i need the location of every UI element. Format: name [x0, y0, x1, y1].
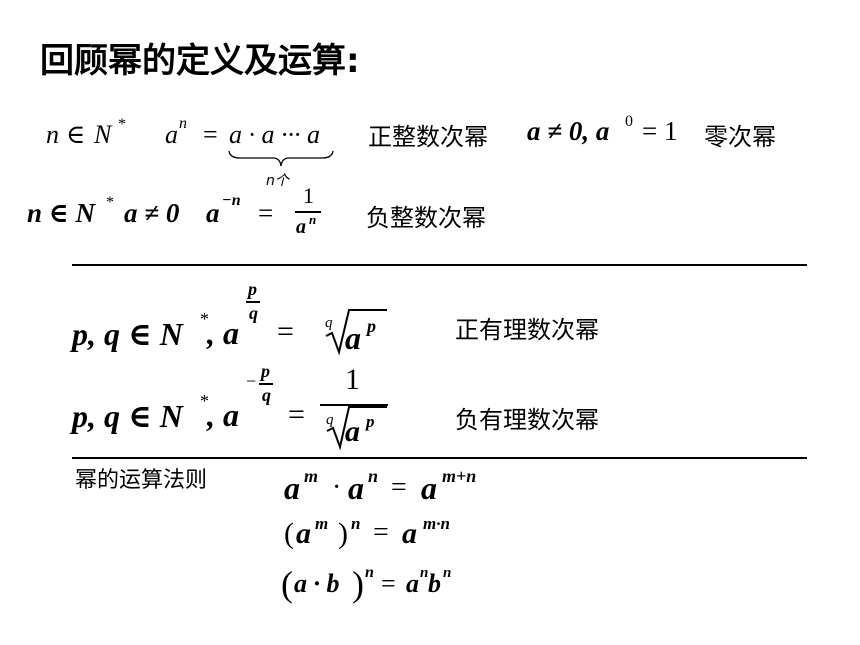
power-base: a	[165, 120, 178, 149]
label-positive-rational: 正有理数次幂	[455, 316, 599, 344]
rule3-open: (	[281, 564, 293, 604]
rule2-eq: =	[373, 517, 389, 548]
zero-eq: = 1	[642, 116, 678, 146]
rule2-close: )	[338, 517, 348, 550]
underbrace-label: n个	[266, 173, 289, 189]
rule1-dot: ·	[332, 472, 342, 503]
cond: n ∈ N	[27, 198, 96, 228]
radicand: a	[345, 415, 360, 448]
rule1-a2: a	[348, 470, 364, 506]
cond-n: n	[46, 120, 59, 149]
comma-a: , a	[207, 397, 239, 433]
rule1-rhs-a: a	[421, 470, 437, 506]
root-index: q	[325, 315, 333, 331]
fraction-den-a: a	[296, 216, 306, 238]
equals: =	[288, 398, 305, 431]
cond-star: *	[118, 116, 126, 133]
cond-in: ∈	[66, 120, 86, 149]
root-index: q	[326, 412, 334, 428]
exp-num: p	[261, 361, 270, 381]
rule2-n: n	[351, 514, 361, 533]
underbrace	[228, 150, 334, 167]
equals: =	[258, 198, 274, 228]
comma-a: , a	[207, 315, 239, 351]
label-negative-integer: 负整数次幂	[366, 204, 486, 232]
rule2-m: m	[315, 514, 329, 533]
rule3-eq: =	[381, 569, 396, 598]
exp-num: p	[248, 279, 257, 299]
fraction-bar	[320, 404, 388, 406]
equals: =	[277, 315, 294, 348]
cond-star: *	[200, 391, 209, 411]
label-zero-power: 零次幂	[704, 123, 776, 151]
rule3-a: a	[406, 569, 419, 598]
exp-den: q	[249, 303, 258, 323]
divider-1	[72, 264, 807, 266]
rule2-rhs-a: a	[402, 517, 417, 550]
cond2: a ≠ 0	[124, 198, 180, 228]
rule1-eq: =	[391, 472, 407, 503]
fraction-den-n: n	[309, 212, 317, 227]
rule3-close: )	[352, 564, 364, 604]
fraction-bar	[295, 211, 321, 213]
fraction-num: 1	[303, 183, 314, 208]
rule3-bn: n	[443, 565, 452, 581]
radicand-exp: p	[366, 412, 375, 431]
equals: =	[203, 120, 218, 149]
radicand: a	[345, 320, 361, 356]
divider-2	[72, 457, 807, 459]
power-base: a	[206, 198, 220, 228]
rule3-an: n	[420, 565, 429, 581]
label-positive-integer: 正整数次幂	[368, 123, 488, 151]
cond: p, q ∈ N	[72, 316, 183, 352]
rule1-n: n	[368, 466, 379, 486]
cond-star: *	[200, 309, 209, 329]
rules-heading: 幂的运算法则	[75, 468, 208, 493]
product: a · a ··· a	[229, 120, 320, 149]
power-exp: n	[179, 115, 187, 132]
zero-expr: a ≠ 0, a	[527, 116, 610, 146]
radicand-exp: p	[367, 316, 376, 336]
fraction-num: 1	[345, 363, 360, 396]
rule2-rhs-exp: m·n	[423, 514, 450, 533]
rule2-open: (	[284, 517, 294, 550]
zero-exp: 0	[625, 113, 633, 130]
cond-star: *	[106, 194, 114, 211]
rule3-n: n	[365, 564, 374, 581]
exp-minus: −	[246, 371, 257, 391]
label-negative-rational: 负有理数次幂	[455, 406, 599, 434]
radical-sign	[326, 406, 387, 451]
exp-bar	[259, 383, 273, 385]
rule3-ab: a · b	[294, 569, 340, 598]
radical-sign	[325, 309, 387, 356]
exp-den: q	[262, 385, 271, 405]
cond: p, q ∈ N	[72, 398, 183, 434]
page-title: 回顾幂的定义及运算:	[40, 41, 360, 81]
rule1-rhs-exp: m+n	[442, 466, 477, 486]
cond-N: N	[94, 120, 112, 149]
exp-bar	[246, 301, 260, 303]
rule1-m: m	[304, 466, 319, 486]
rule2-a: a	[296, 517, 311, 550]
power-exp: −n	[222, 192, 241, 209]
rule1-a1: a	[284, 470, 300, 506]
rule3-b: b	[428, 569, 441, 598]
